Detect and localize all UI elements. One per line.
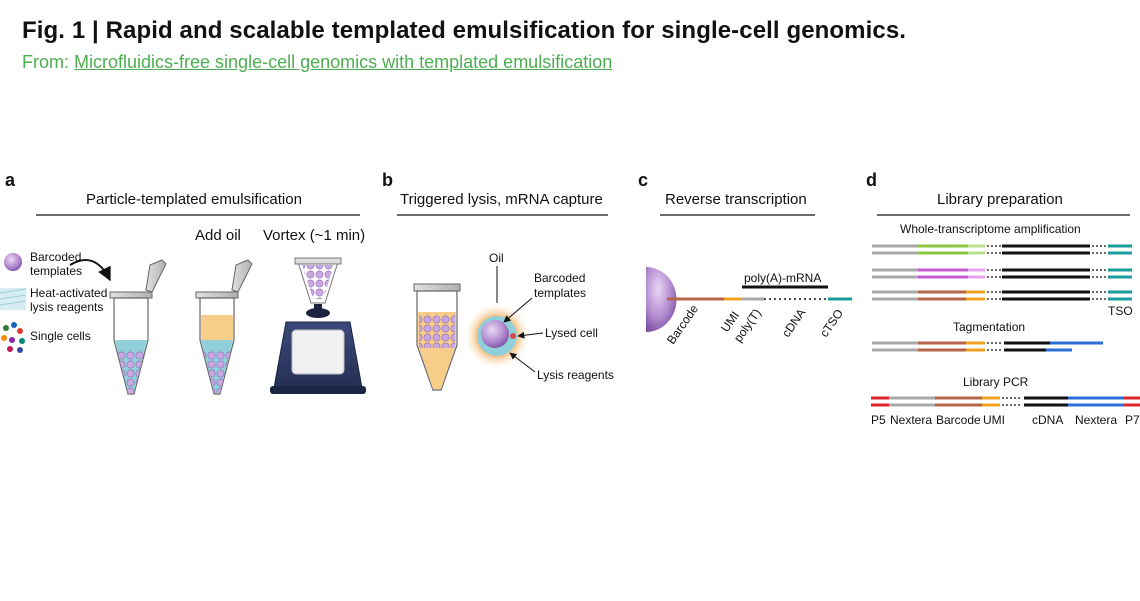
label-tso: TSO xyxy=(1108,304,1133,318)
figure-title: Fig. 1 | Rapid and scalable templated em… xyxy=(22,17,907,44)
tagmented-pair xyxy=(872,341,1103,352)
panel-a-heading: Particle-templated emulsification xyxy=(86,191,302,208)
lysis-reagent-icon xyxy=(0,288,27,310)
panel-a: a Particle-templated emulsification Add … xyxy=(0,170,366,395)
legend-barcoded-1: Barcoded xyxy=(30,250,81,264)
label-barcoded-2: templates xyxy=(534,286,586,300)
label-p5: P5 xyxy=(871,413,886,427)
label-p7: P7 xyxy=(1125,413,1140,427)
tube-emulsion xyxy=(413,283,461,391)
wta-brown-pair xyxy=(872,290,1132,301)
step-vortex: Vortex (~1 min) xyxy=(263,227,365,244)
panel-b-letter: b xyxy=(382,170,393,190)
label-ctso: cTSO xyxy=(817,307,846,340)
panel-d-heading: Library preparation xyxy=(937,191,1063,208)
tube-oil xyxy=(195,259,253,395)
source-link[interactable]: Microfluidics-free single-cell genomics … xyxy=(74,52,613,72)
barcoded-template-icon xyxy=(4,253,22,271)
figure-source: From: Microfluidics-free single-cell gen… xyxy=(22,52,612,73)
label-barcode-d: Barcode xyxy=(936,413,981,427)
label-barcoded-1: Barcoded xyxy=(534,271,585,285)
label-tagmentation: Tagmentation xyxy=(953,320,1025,334)
library-pcr-pair xyxy=(871,396,1140,407)
panel-d-letter: d xyxy=(866,170,877,190)
label-nextera-right: Nextera xyxy=(1075,413,1117,427)
wta-green-pair xyxy=(872,244,1132,255)
label-cdna-d: cDNA xyxy=(1032,413,1063,427)
step-add-oil: Add oil xyxy=(195,227,241,244)
label-nextera-left: Nextera xyxy=(890,413,932,427)
panel-c: c Reverse transcription poly(A)-mRNA Bar… xyxy=(638,170,852,347)
legend-cells: Single cells xyxy=(30,329,91,343)
label-library-pcr: Library PCR xyxy=(963,375,1029,389)
label-lysed-cell: Lysed cell xyxy=(545,326,598,340)
panel-b: b Triggered lysis, mRNA capture Oil Barc… xyxy=(382,170,614,391)
wta-magenta-pair xyxy=(872,268,1132,279)
panel-b-heading: Triggered lysis, mRNA capture xyxy=(400,191,603,208)
tube-templates xyxy=(109,259,167,395)
legend-barcoded-2: templates xyxy=(30,264,82,278)
label-wta: Whole-transcriptome amplification xyxy=(900,222,1081,236)
legend-heat-2: lysis reagents xyxy=(30,300,103,314)
panel-a-letter: a xyxy=(5,170,16,190)
label-umi-d: UMI xyxy=(983,413,1005,427)
vortexer-icon xyxy=(270,257,366,394)
label-lysis-reagents: Lysis reagents xyxy=(537,368,614,382)
source-prefix: From: xyxy=(22,52,69,72)
label-cdna: cDNA xyxy=(779,306,808,340)
panel-c-heading: Reverse transcription xyxy=(665,191,807,208)
panel-d: d Library preparation Whole-transcriptom… xyxy=(866,170,1140,427)
bead-surface-icon xyxy=(646,267,677,332)
legend-heat-1: Heat-activated xyxy=(30,286,107,300)
label-oil: Oil xyxy=(489,251,504,265)
single-cells-icon xyxy=(1,322,25,353)
curved-arrow-icon xyxy=(69,259,111,282)
label-poly-a-mrna: poly(A)-mRNA xyxy=(744,271,821,285)
panel-c-letter: c xyxy=(638,170,648,190)
